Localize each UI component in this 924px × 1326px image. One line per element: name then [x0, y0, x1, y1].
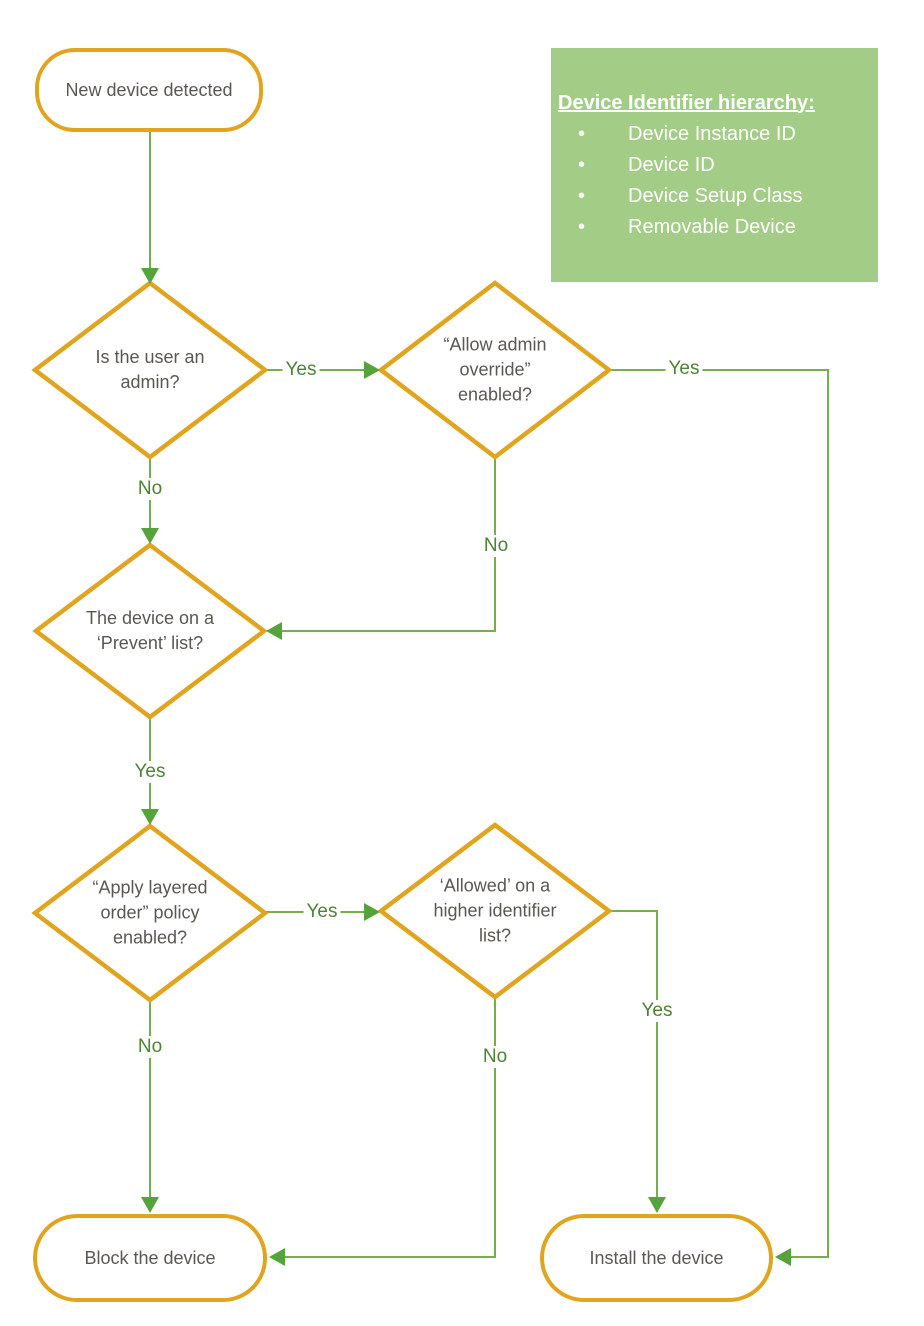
- decision-text-line: “Allow admin: [443, 334, 547, 355]
- decision-text-allow-override: “Allow admin override” enabled?: [400, 333, 590, 408]
- edge-allowed-higher-yes-to-install: [609, 910, 658, 1199]
- arrowhead-into-prevent-top: [141, 528, 159, 544]
- bullet-icon: [558, 212, 628, 243]
- legend-item-label: Device Instance ID: [628, 122, 796, 145]
- arrowhead-into-prevent-right: [266, 622, 282, 640]
- edge-allow-override-no-to-prevent: [282, 457, 496, 632]
- install-node-label: Install the device: [589, 1247, 724, 1268]
- block-node-label: Block the device: [84, 1247, 216, 1268]
- edge-label-prevent-yes: Yes: [131, 761, 169, 783]
- edge-label-allow-override-yes: Yes: [665, 358, 703, 380]
- decision-text-line: ‘Allowed’ on a: [439, 875, 551, 896]
- decision-text-line: ‘Prevent’ list?: [96, 633, 204, 653]
- end-node-block-device: Block the device: [33, 1214, 267, 1302]
- bullet-icon: [558, 181, 628, 212]
- start-node-label: New device detected: [65, 79, 233, 100]
- arrowhead-into-block-top: [141, 1197, 159, 1213]
- decision-text-line: order” policy: [100, 902, 200, 923]
- decision-text-layered-order: “Apply layered order” policy enabled?: [55, 876, 245, 951]
- edge-label-allowed-higher-yes: Yes: [638, 1000, 676, 1022]
- diamond-prevent-list: [32, 542, 268, 720]
- bullet-icon: [558, 119, 628, 150]
- bullet-icon: [558, 150, 628, 181]
- decision-text-line: “Apply layered: [92, 877, 208, 898]
- edge-label-is-admin-no: No: [134, 478, 166, 500]
- edge-label-layered-order-yes: Yes: [303, 901, 341, 923]
- decision-text-prevent-list: The device on a ‘Prevent’ list?: [55, 606, 245, 656]
- edge-allow-override-yes-to-install: [609, 369, 829, 1258]
- decision-text-line: admin?: [120, 372, 180, 392]
- edge-allowed-higher-no-to-block: [285, 997, 496, 1258]
- edge-lines: [149, 132, 829, 1258]
- edge-label-allowed-higher-no: No: [479, 1046, 511, 1068]
- decision-text-line: enabled?: [457, 384, 533, 405]
- diamond-layered-order: [31, 823, 269, 1003]
- decision-text-line: higher identifier: [433, 900, 557, 921]
- arrowheads: [141, 268, 791, 1266]
- arrowhead-into-install-top: [648, 1197, 666, 1213]
- diamond-allow-override: [377, 280, 613, 460]
- arrowhead-into-block-right: [269, 1248, 285, 1266]
- arrowhead-into-is-admin-top: [141, 268, 159, 284]
- end-node-install-device: Install the device: [540, 1214, 773, 1302]
- decision-text-line: list?: [478, 925, 511, 946]
- arrowhead-into-allowed-higher-left: [364, 903, 380, 921]
- decision-text-line: The device on a: [85, 608, 215, 628]
- decision-text-line: Is the user an: [95, 347, 205, 367]
- legend-item-label: Device ID: [628, 153, 715, 176]
- diamond-allowed-higher: [377, 822, 613, 1000]
- arrowhead-into-install-right: [775, 1248, 791, 1266]
- arrowhead-into-allow-override-left: [364, 361, 380, 379]
- legend-item: Device Setup Class: [558, 181, 878, 212]
- edge-label-allow-override-no: No: [480, 535, 512, 557]
- decision-text-allowed-higher: ‘Allowed’ on a higher identifier list?: [400, 874, 590, 949]
- decision-diamonds: [31, 280, 613, 1003]
- legend-list: Device Instance ID Device ID Device Setu…: [558, 119, 878, 243]
- legend-item: Device Instance ID: [558, 119, 878, 150]
- start-node-new-device-detected: New device detected: [35, 48, 263, 132]
- diamond-is-admin: [31, 280, 269, 460]
- legend-item: Device ID: [558, 150, 878, 181]
- device-identifier-hierarchy-legend: Device Identifier hierarchy: Device Inst…: [551, 48, 878, 282]
- arrowhead-into-layered-order-top: [141, 809, 159, 825]
- edge-label-layered-order-no: No: [134, 1036, 166, 1058]
- legend-item-label: Device Setup Class: [628, 184, 803, 207]
- decision-text-is-admin: Is the user an admin?: [55, 345, 245, 395]
- edge-label-is-admin-yes: Yes: [282, 359, 320, 381]
- decision-text-line: enabled?: [112, 927, 188, 948]
- decision-text-line: override”: [459, 359, 531, 380]
- legend-item-label: Removable Device: [628, 215, 796, 238]
- legend-title: Device Identifier hierarchy:: [558, 91, 815, 114]
- legend-item: Removable Device: [558, 212, 878, 243]
